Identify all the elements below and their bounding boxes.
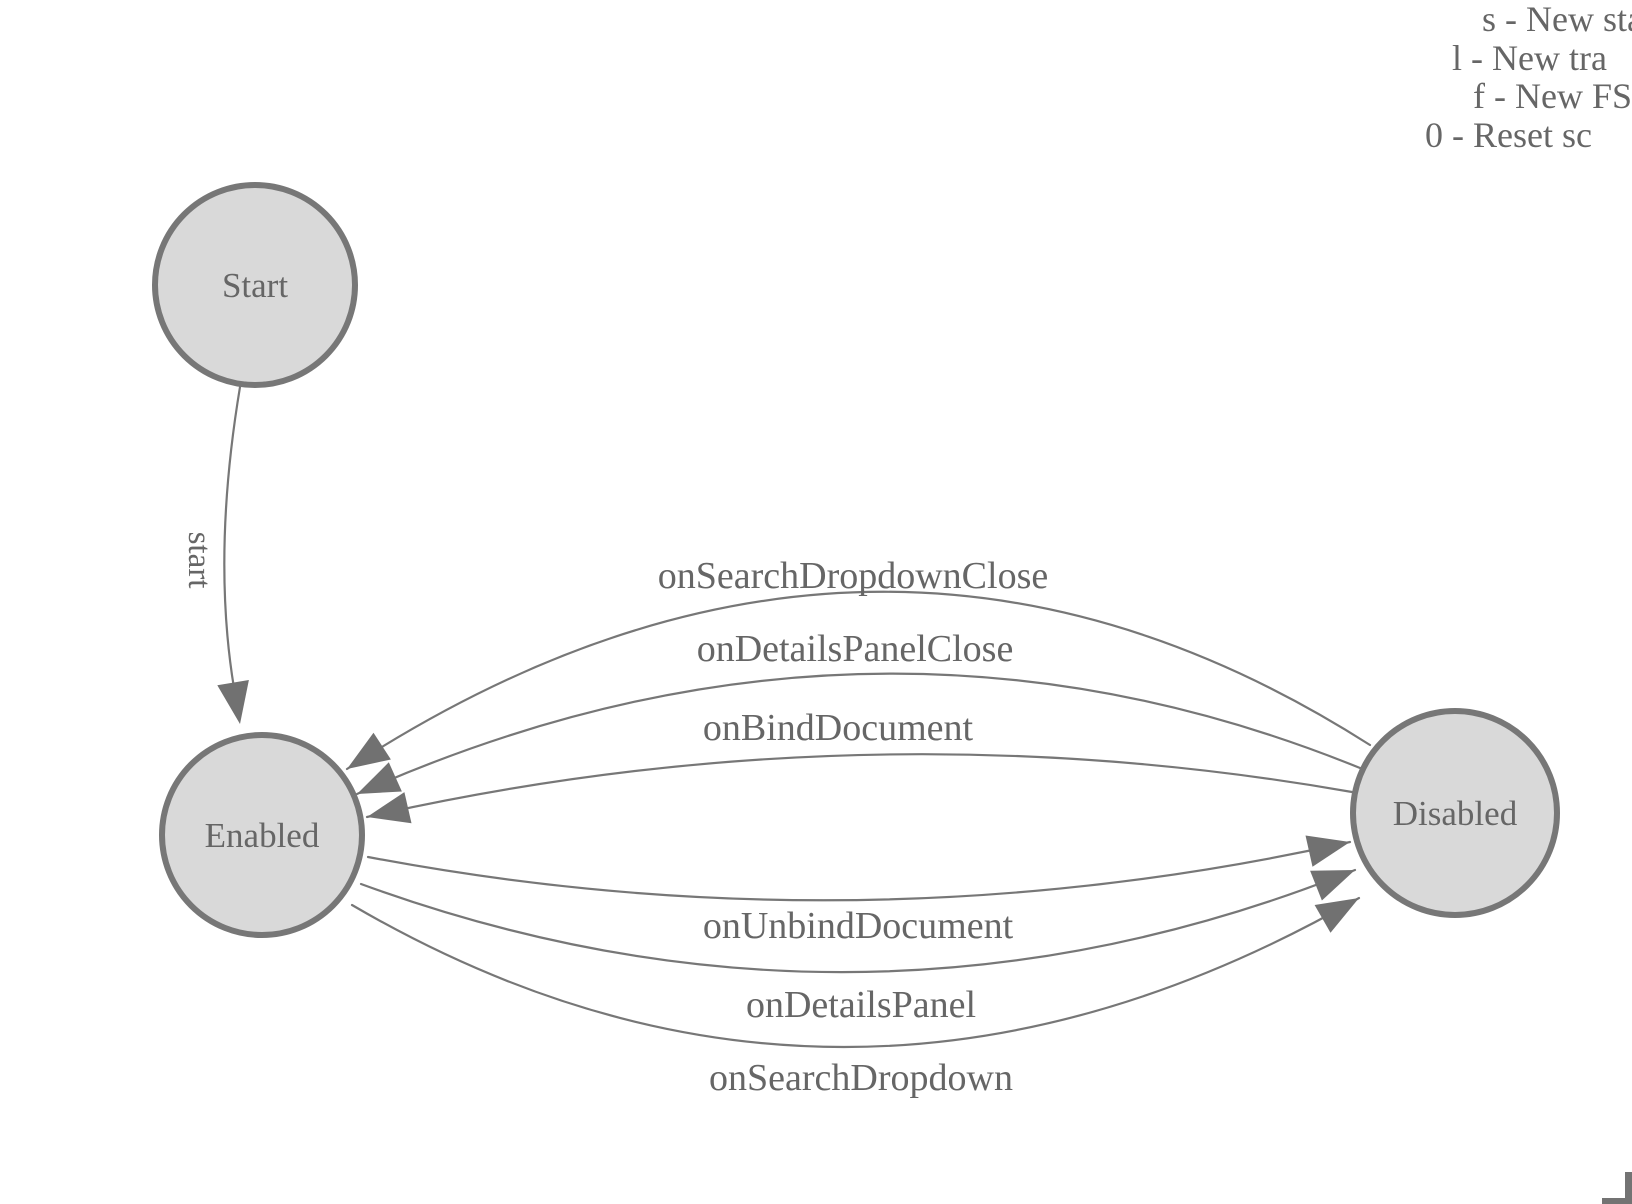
edge-label-onDetailsPanelClose: onDetailsPanelClose bbox=[697, 628, 1014, 670]
edge-onSearchDropdownClose[interactable] bbox=[345, 590, 1372, 771]
edge-label-onUnbindDocument: onUnbindDocument bbox=[703, 905, 1014, 947]
corner-shape-horizontal-bar bbox=[1602, 1198, 1632, 1204]
corner-shape bbox=[1602, 1172, 1632, 1204]
edge-onDetailsPanelClose[interactable] bbox=[355, 672, 1362, 796]
diagram-labels: Start Enabled Disabled start onSearchDro… bbox=[181, 266, 1518, 1099]
edge-onUnbindDocument[interactable] bbox=[366, 840, 1352, 902]
legend-line-new-state: s - New sta bbox=[1482, 0, 1632, 39]
arrowhead-start-icon bbox=[217, 680, 249, 724]
state-node-start[interactable] bbox=[152, 182, 358, 388]
arrowhead-onSearchDropdownClose-icon bbox=[347, 732, 391, 769]
corner-shape-vertical-bar bbox=[1625, 1172, 1632, 1204]
arrowheads bbox=[217, 680, 1359, 933]
state-label-start: Start bbox=[222, 266, 288, 305]
edge-onDetailsPanel[interactable] bbox=[359, 868, 1357, 974]
edge-onSearchDropdown[interactable] bbox=[350, 896, 1361, 1049]
arrowhead-onSearchDropdown-icon bbox=[1314, 898, 1359, 933]
arrowhead-onDetailsPanelClose-icon bbox=[357, 762, 402, 794]
legend-line-new-transition: l - New tra bbox=[1452, 38, 1607, 78]
edge-label-onDetailsPanel: onDetailsPanel bbox=[746, 984, 976, 1026]
arrowhead-onBindDocument-icon bbox=[367, 792, 412, 824]
edge-label-start: start bbox=[181, 532, 217, 589]
legend-line-new-fsm: f - New FS bbox=[1473, 76, 1632, 116]
state-label-enabled: Enabled bbox=[205, 816, 320, 855]
legend-line-reset-scale: 0 - Reset sc bbox=[1425, 115, 1592, 155]
edge-label-onBindDocument: onBindDocument bbox=[703, 707, 974, 749]
edge-label-onSearchDropdown: onSearchDropdown bbox=[709, 1057, 1013, 1099]
state-nodes bbox=[152, 182, 1560, 938]
edges bbox=[223, 385, 1372, 1049]
arrowhead-onDetailsPanel-icon bbox=[1310, 870, 1355, 901]
edge-onBindDocument[interactable] bbox=[365, 753, 1354, 819]
edge-start-to-enabled[interactable] bbox=[223, 385, 242, 690]
edge-label-onSearchDropdownClose: onSearchDropdownClose bbox=[658, 555, 1048, 597]
arrowhead-onUnbindDocument-icon bbox=[1305, 835, 1350, 867]
state-node-enabled[interactable] bbox=[159, 732, 365, 938]
shortcut-legend: s - New sta l - New tra f - New FS 0 - R… bbox=[1425, 0, 1632, 155]
state-node-disabled[interactable] bbox=[1350, 708, 1560, 918]
state-label-disabled: Disabled bbox=[1393, 794, 1518, 833]
